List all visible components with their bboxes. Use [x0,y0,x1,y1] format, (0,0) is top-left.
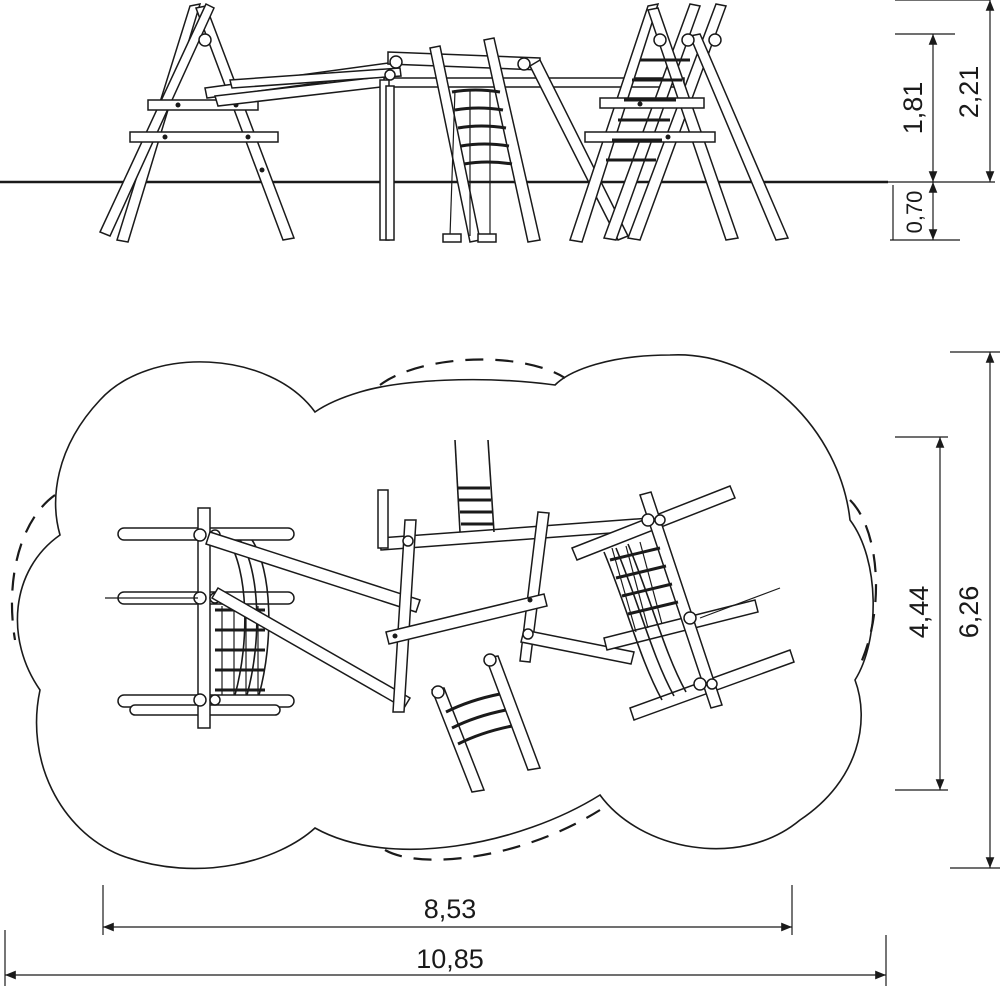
dim-plan-total-depth: 6,26 [954,586,984,639]
plan-view: 4,44 6,26 8,53 10,85 [4,351,1000,986]
dim-height-above-ground: 1,81 [898,82,928,135]
extended-zone-dashed [379,358,566,386]
left-a-frame [98,2,296,243]
dim-plan-total-width: 10,85 [416,944,484,974]
safety-zone-outline [16,354,874,870]
plan-dimensions [4,351,1000,986]
dim-plan-inner-width: 8,53 [424,894,477,924]
plan-right-frame [571,485,795,721]
dim-plan-inner-depth: 4,44 [904,586,934,639]
plan-center-platform [377,439,652,793]
dim-depth-below-ground: 0,70 [902,191,927,234]
connecting-beams [204,61,402,107]
side-dimensions [888,0,995,241]
side-elevation-view: 1,81 2,21 0,70 [0,0,995,243]
center-platform [379,37,685,243]
dim-total-height: 2,21 [954,66,984,119]
right-climbing-frame [569,3,790,243]
